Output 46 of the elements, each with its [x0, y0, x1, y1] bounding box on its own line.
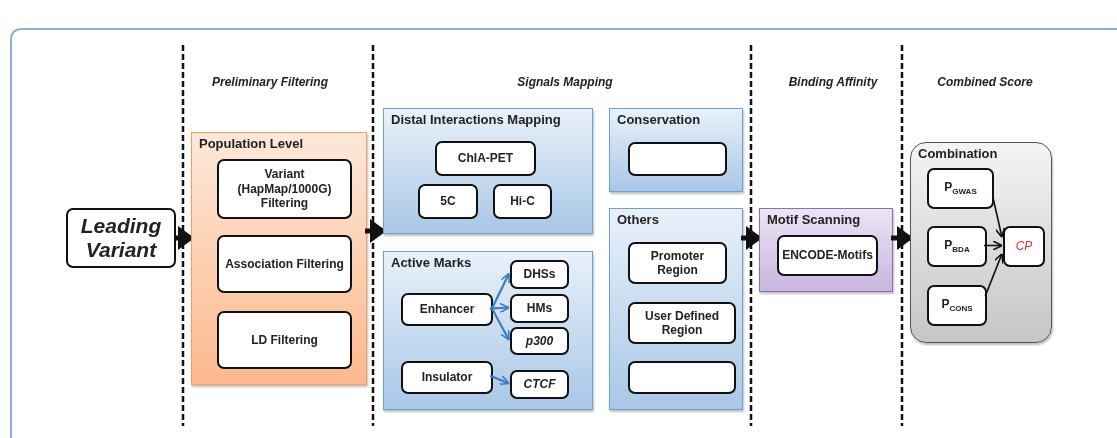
group-panel — [609, 208, 743, 410]
process-box: CTCF — [510, 370, 569, 399]
arrow — [489, 302, 510, 314]
arrow — [489, 374, 510, 386]
group-title: Distal Interactions Mapping — [391, 112, 561, 127]
process-box: Variant (HapMap/1000G) Filtering — [217, 159, 352, 219]
group-title: Combination — [918, 146, 998, 161]
population-group-panel — [191, 132, 367, 385]
group-panel — [910, 142, 1052, 343]
group-title: Active Marks — [391, 255, 472, 270]
group-title: Motif Scanning — [767, 212, 861, 227]
column-heading: Signals Mapping — [517, 75, 613, 89]
process-box: LD Filtering — [217, 311, 352, 369]
arrow — [983, 240, 1003, 251]
group-panel — [383, 108, 593, 234]
process-box: HMs — [510, 294, 569, 323]
column-heading: Binding Affinity — [788, 75, 878, 89]
process-box: User Defined Region — [628, 302, 736, 344]
process-box: Promoter Region — [628, 242, 727, 284]
process-box: Leading Variant — [66, 208, 176, 268]
group-panel — [383, 251, 593, 410]
group-panel — [759, 208, 893, 292]
group-title: Others — [617, 212, 659, 227]
arrow — [991, 195, 1006, 239]
process-box: Enhancer — [401, 293, 493, 326]
group-panel — [609, 108, 743, 192]
process-box: p300 — [510, 327, 569, 355]
process-box: P$_{BDA}$ — [927, 226, 987, 267]
group-title: Population Level — [199, 136, 303, 151]
column-heading: Preliminary Filtering — [212, 75, 328, 89]
arrow — [984, 252, 1004, 297]
process-box: ChIA-PET — [435, 141, 536, 176]
group-title: Conservation — [617, 112, 701, 127]
arrow — [490, 306, 510, 341]
process-box: CP — [1003, 226, 1045, 267]
empty-box — [628, 142, 727, 176]
process-box: Association Filtering — [217, 235, 352, 293]
process-box: Hi-C — [493, 184, 552, 219]
process-box: P$_{CONS}$ — [927, 285, 987, 326]
empty-box — [628, 361, 736, 394]
process-box: 5C — [418, 184, 478, 219]
process-box: DHSs — [510, 260, 569, 289]
column-heading: Combined Score — [937, 75, 1033, 89]
process-box: P$_{GWAS}$ — [927, 168, 994, 209]
process-box: Insulator — [401, 361, 493, 394]
process-box: ENCODE-Motifs — [777, 235, 878, 276]
